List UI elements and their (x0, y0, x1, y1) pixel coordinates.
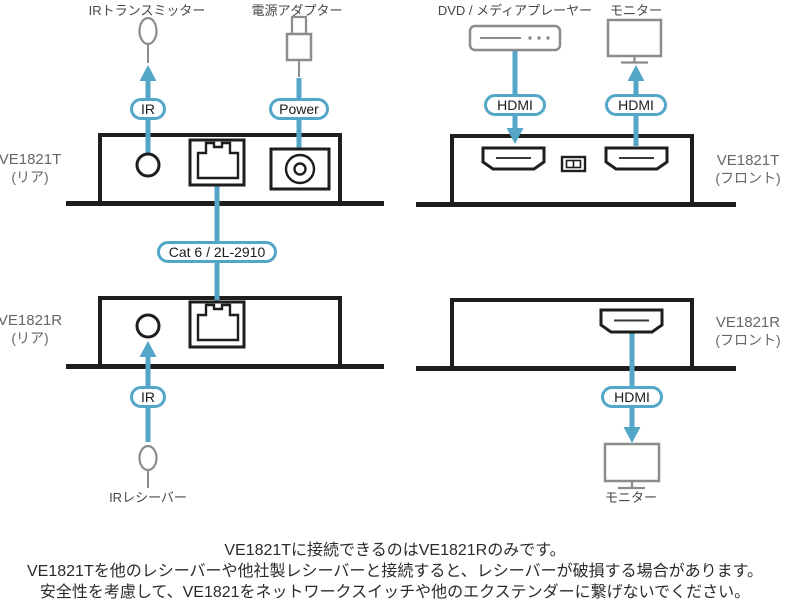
dc-power-port (269, 147, 331, 191)
ve1821r-front-label: VE1821R (フロント) (715, 314, 780, 349)
power-pill: Power (269, 98, 329, 120)
ve1821t-rear-ports (135, 138, 331, 191)
dvd-player-icon (468, 24, 562, 52)
note-line: VE1821Tを他のレシーバーや他社製レシーバーと接続すると、レシーバーが破損す… (27, 563, 763, 580)
device-name: VE1821R (0, 312, 63, 329)
monitor-top-icon (606, 18, 663, 64)
monitor-top-label: モニター (609, 3, 663, 18)
dip-switch (560, 155, 587, 173)
device-name: VE1821T (716, 152, 780, 169)
ir-top-arrowhead (139, 65, 157, 81)
ir-receiver-icon (138, 444, 158, 488)
hdmi-source-arrowhead (506, 128, 524, 144)
ground-line (416, 366, 736, 371)
power-adapter-label: 電源アダプター (251, 3, 343, 18)
hdmi-source-pill: HDMI (484, 94, 546, 116)
ve1821r-rear-ports (135, 300, 246, 349)
ve1821r-front-box (416, 298, 736, 371)
device-view: (フロント) (715, 169, 781, 186)
ve1821t-rear-label: VE1821T (リア) (0, 151, 61, 186)
device-view: (リア) (11, 329, 49, 346)
ir-top-pill: IR (130, 98, 166, 120)
ground-line (66, 364, 384, 369)
ve1821r-rear-label: VE1821R (リア) (0, 312, 62, 347)
rj45-port (188, 300, 246, 349)
ir-transmitter-label: IRトランスミッター (88, 3, 206, 18)
device-view: (フロント) (715, 331, 781, 348)
ir-bottom-pill: IR (130, 386, 166, 408)
dvd-player-label: DVD / メディアプレーヤー (437, 3, 593, 18)
ground-line (66, 201, 384, 206)
caution-notes: VE1821Tに接続できるのはVE1821Rのみです。 VE1821Tを他のレシ… (0, 540, 790, 600)
hdmi-monitor-top-arrowhead (627, 65, 645, 81)
ir-bottom-arrowhead (139, 341, 157, 357)
hdmi-monitor-top-pill: HDMI (605, 94, 667, 116)
monitor-bottom-label: モニター (604, 490, 658, 505)
hdmi-bottom-arrowhead (623, 427, 641, 443)
ground-line (416, 202, 736, 207)
hdmi-out-port (604, 146, 669, 171)
peripheral-icons (138, 15, 663, 490)
ve1821r-front-ports (599, 308, 664, 334)
cat6-cable-pill: Cat 6 / 2L-2910 (157, 241, 277, 263)
ir-port (135, 152, 161, 178)
hdmi-bottom-pill: HDMI (601, 386, 663, 408)
ir-receiver-label: IRレシーバー (109, 490, 187, 505)
monitor-bottom-icon (603, 442, 661, 490)
device-name: VE1821T (0, 151, 62, 168)
note-line: 安全性を考慮して、VE1821をネットワークスイッチや他のエクステンダーに繋げな… (39, 584, 751, 600)
ir-port (135, 313, 161, 339)
device-view: (リア) (11, 168, 49, 185)
hdmi-out-port (599, 308, 664, 334)
ir-transmitter-icon (138, 16, 158, 63)
note-line: VE1821Tに接続できるのはVE1821Rのみです。 (224, 542, 566, 559)
ve1821t-front-ports (481, 146, 669, 173)
hdmi-in-port (481, 146, 546, 171)
device-name: VE1821R (715, 314, 781, 331)
power-adapter-icon (285, 15, 313, 77)
ve1821t-front-label: VE1821T (フロント) (715, 152, 780, 187)
rj45-port (188, 138, 246, 187)
